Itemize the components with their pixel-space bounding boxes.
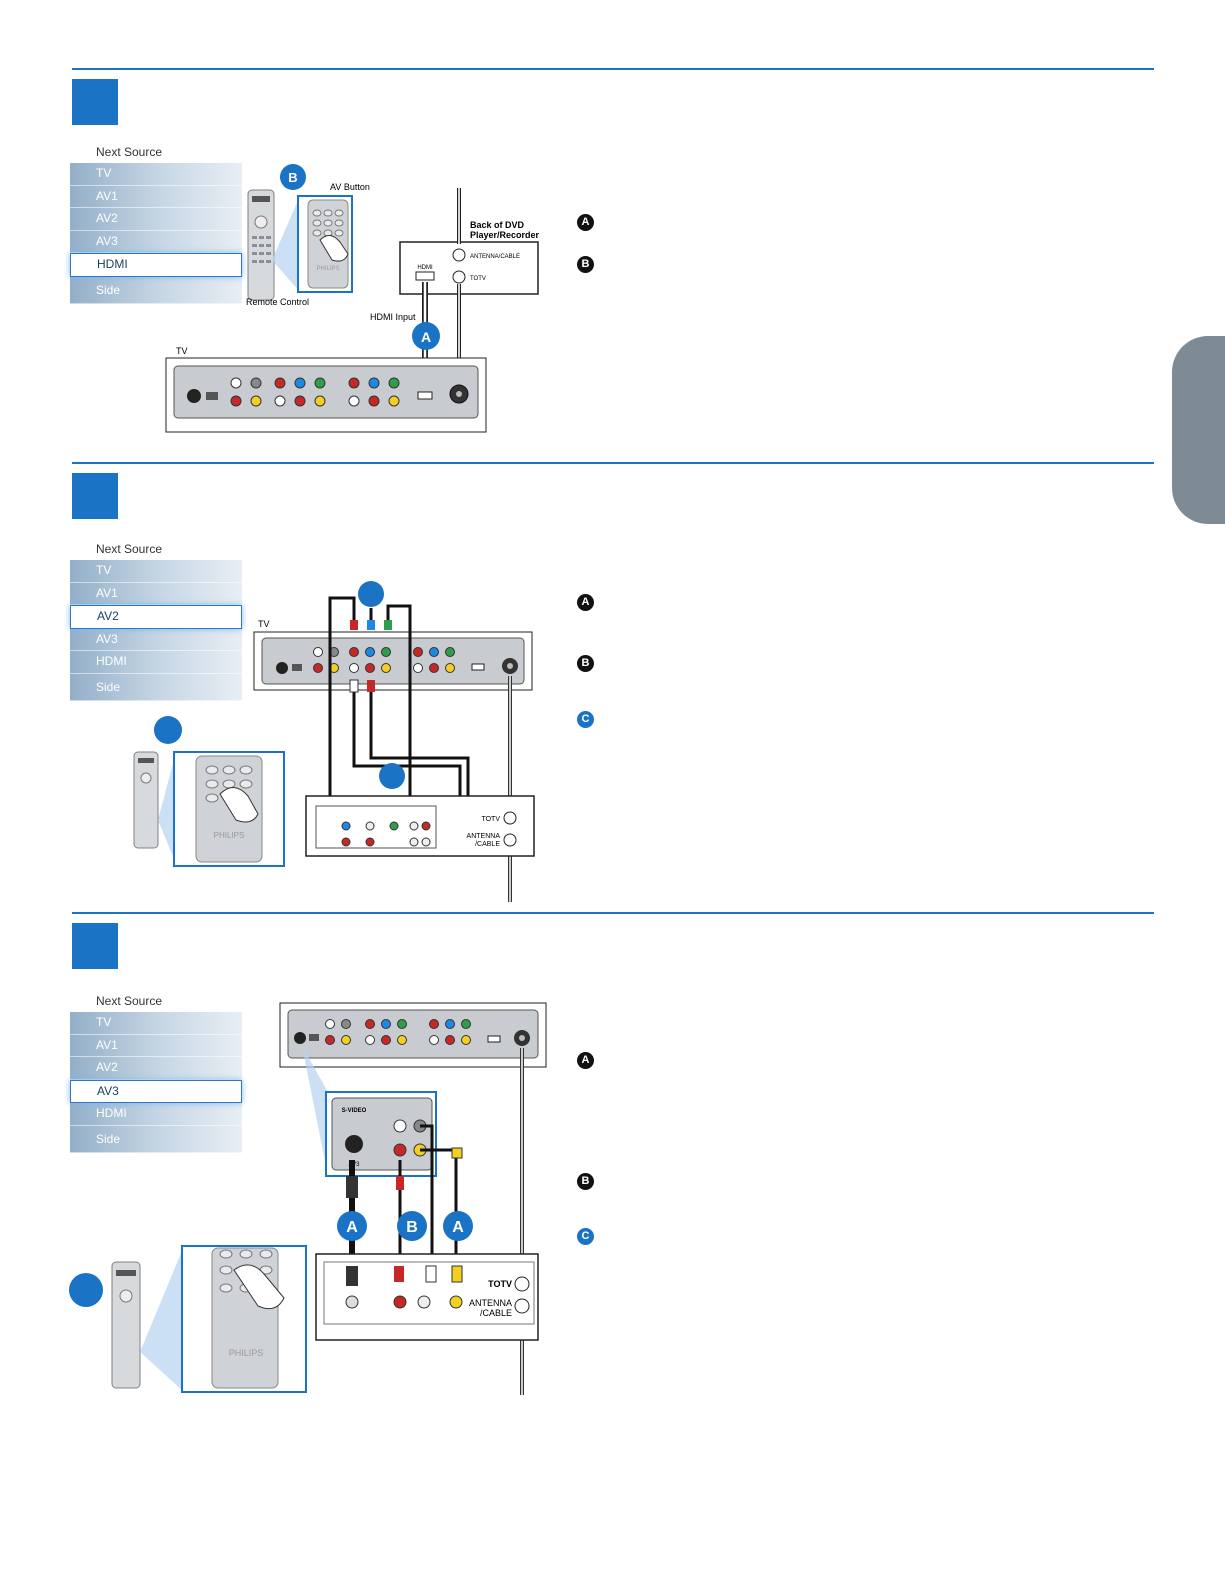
side-tab	[1172, 336, 1225, 524]
marker-a: A	[577, 594, 594, 611]
marker-b: B	[577, 655, 594, 672]
menu-item-tv[interactable]: TV	[70, 1012, 242, 1035]
menu-item-hdmi[interactable]: HDMI	[70, 1103, 242, 1126]
badge-a-right-icon	[443, 1211, 473, 1241]
step-box-1	[72, 79, 118, 125]
component-connection-diagram: PHILIPS TV TOTV ANTENNA /CABLE	[133, 581, 535, 902]
badge-a-right-text: A	[452, 1219, 464, 1236]
av-button-label: AV Button	[330, 182, 370, 192]
marker-c: C	[577, 1228, 594, 1245]
source-menu-3: Next Source TV AV1 AV2 AV3 HDMI Side	[70, 994, 242, 1153]
hdmi-input-label: HDMI Input	[370, 312, 416, 322]
remote-control-icon	[247, 189, 275, 301]
tv-label: TV	[176, 346, 188, 356]
menu-list: TV AV1 AV2 AV3 HDMI Side	[70, 163, 242, 304]
antenna-label: ANTENNA/CABLE	[470, 254, 520, 260]
menu-title: Next Source	[96, 145, 163, 159]
menu-item-av2[interactable]: AV2	[70, 208, 242, 231]
menu-item-av3[interactable]: AV3	[70, 629, 242, 651]
marker-c: C	[577, 711, 594, 728]
menu-item-av2[interactable]: AV2	[70, 1057, 242, 1080]
svideo-port-label: S-VIDEO	[342, 1108, 367, 1114]
badge-b-icon	[397, 1211, 427, 1241]
hand-icon	[319, 235, 349, 262]
menu-item-hdmi[interactable]: HDMI	[70, 651, 242, 674]
badge-a-text: A	[421, 329, 431, 345]
menu-item-av2[interactable]: AV2	[70, 605, 242, 629]
menu-item-hdmi[interactable]: HDMI	[70, 253, 242, 277]
marker-a: A	[577, 1052, 594, 1069]
source-menu-2: Next Source TV AV1 AV2 AV3 HDMI Side	[70, 542, 242, 701]
svideo-connection-diagram: S-VIDEO AV3 A B A TOTV ANTENNA /CABLE	[69, 1002, 547, 1395]
menu-item-side[interactable]: Side	[70, 277, 242, 304]
badge-b-icon	[280, 164, 306, 190]
remote-control-icon	[133, 751, 159, 849]
menu-item-av3[interactable]: AV3	[70, 1079, 242, 1103]
menu-list: TV AV1 AV2 AV3 HDMI Side	[70, 1012, 242, 1153]
menu-title: Next Source	[96, 994, 163, 1008]
tv-label: TV	[258, 619, 270, 629]
antenna-label-1: ANTENNA	[467, 833, 501, 840]
antenna-label-1: ANTENNA	[469, 1298, 512, 1308]
marker-b: B	[577, 1173, 594, 1190]
menu-item-av1[interactable]: AV1	[70, 583, 242, 605]
menu-item-tv[interactable]: TV	[70, 560, 242, 583]
menu-item-av3[interactable]: AV3	[70, 231, 242, 253]
device-label-line2: Player/Recorder	[470, 230, 540, 240]
badge-middle-icon	[379, 763, 405, 789]
totv-label: TOTV	[470, 276, 486, 282]
hand-icon	[219, 787, 259, 823]
menu-item-tv[interactable]: TV	[70, 163, 242, 186]
section-rule-3	[72, 912, 1154, 914]
device-label-line1: Back of DVD	[470, 220, 525, 230]
antenna-label-2: /CABLE	[480, 1308, 512, 1318]
menu-item-av1[interactable]: AV1	[70, 1035, 242, 1057]
remote-badge-icon	[154, 716, 182, 744]
badge-a-left-icon	[337, 1211, 367, 1241]
remote-brand-text: PHILIPS	[214, 831, 245, 840]
totv-label: TOTV	[488, 1279, 512, 1289]
badge-b-text: B	[406, 1219, 418, 1236]
badge-a-icon	[412, 322, 440, 350]
remote-control-icon	[111, 1261, 141, 1389]
remote-brand-text: PHILIPS	[316, 266, 339, 272]
step-box-2	[72, 473, 118, 519]
menu-item-av1[interactable]: AV1	[70, 186, 242, 208]
menu-title: Next Source	[96, 542, 163, 556]
remote-badge-icon	[69, 1273, 103, 1307]
menu-item-side[interactable]: Side	[70, 1126, 242, 1153]
badge-top-icon	[358, 581, 384, 607]
hdmi-port-label: HDMI	[417, 265, 433, 271]
menu-item-side[interactable]: Side	[70, 674, 242, 701]
marker-b: B	[577, 256, 594, 273]
totv-label: TOTV	[481, 816, 500, 823]
hdmi-connection-diagram: PHILIPS B AV Button Remote Control Back …	[165, 164, 540, 433]
badge-a-left-text: A	[346, 1219, 358, 1236]
marker-a: A	[577, 214, 594, 231]
hand-icon	[233, 1264, 285, 1310]
source-menu-1: Next Source TV AV1 AV2 AV3 HDMI Side	[70, 145, 242, 304]
menu-list: TV AV1 AV2 AV3 HDMI Side	[70, 560, 242, 701]
section-rule-1	[72, 68, 1154, 70]
antenna-label-2: /CABLE	[475, 841, 500, 848]
badge-b-text: B	[288, 170, 297, 185]
step-box-3	[72, 923, 118, 969]
remote-brand-text: PHILIPS	[229, 1348, 264, 1358]
remote-control-label: Remote Control	[246, 297, 309, 307]
section-rule-2	[72, 462, 1154, 464]
